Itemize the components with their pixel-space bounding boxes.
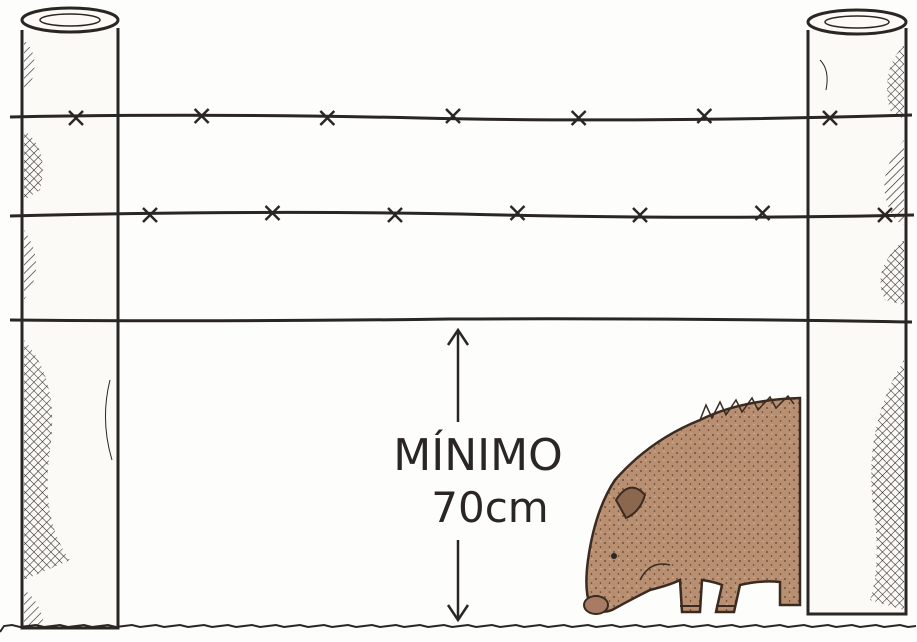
measurement-value: 70cm (431, 483, 548, 532)
left-fence-post (22, 8, 118, 628)
measurement-label: MÍNIMO (393, 428, 562, 481)
right-fence-post (808, 10, 906, 614)
